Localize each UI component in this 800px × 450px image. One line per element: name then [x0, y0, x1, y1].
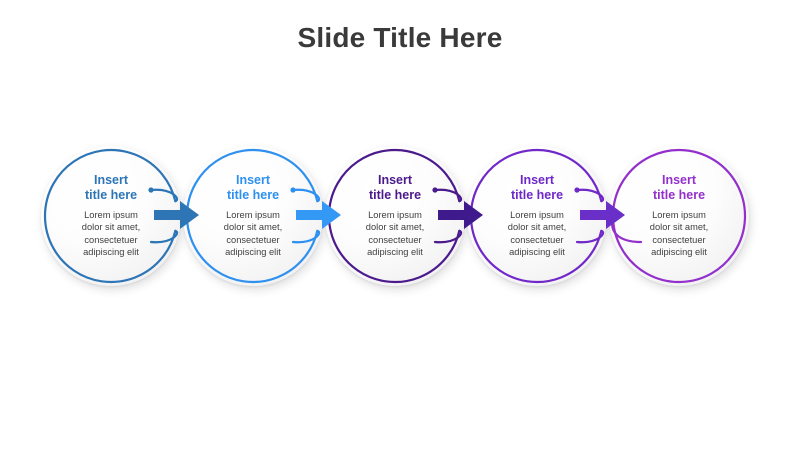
step-ring-1 — [43, 148, 179, 284]
step-body-line4: adipiscing elit — [83, 247, 139, 258]
arrow-right-icon — [580, 201, 625, 229]
step-body-line4: adipiscing elit — [651, 247, 707, 258]
step-body-5: Lorem ipsum dolor sit amet,consectetuer ad… — [633, 209, 725, 259]
ring-end-dot-3 — [432, 187, 438, 193]
process-arrow-3 — [438, 198, 484, 232]
process-arrow-2 — [296, 198, 342, 232]
step-body-1: Lorem ipsum dolor sit amet,consectetuer ad… — [65, 209, 157, 259]
step-body-line3: consectetuer — [510, 234, 564, 245]
step-body-line2: dolor sit amet, — [223, 222, 283, 233]
step-title-line1: Insert — [519, 173, 555, 188]
step-title-line2: title here — [368, 188, 422, 203]
arrow-right-icon — [296, 201, 341, 229]
step-body-line2: dolor sit amet, — [649, 222, 709, 233]
step-body-line3: consectetuer — [652, 234, 706, 245]
step-body-line1: Lorem ipsum — [510, 209, 564, 220]
step-body-line1: Lorem ipsum — [368, 209, 422, 220]
step-body-2: Lorem ipsum dolor sit amet,consectetuer ad… — [207, 209, 299, 259]
step-body-line1: Lorem ipsum — [84, 209, 138, 220]
step-title-line2: title here — [84, 188, 138, 203]
step-title-line1: Insert — [235, 173, 271, 188]
page-title: Slide Title Here — [297, 22, 503, 53]
step-title-line1: Insert — [661, 173, 697, 188]
ring-end-dot-1 — [148, 187, 154, 193]
step-body-line1: Lorem ipsum — [226, 209, 280, 220]
step-title-line1: Insert — [377, 173, 413, 188]
process-arrow-4 — [580, 198, 626, 232]
step-body-line1: Lorem ipsum — [652, 209, 706, 220]
step-body-4: Lorem ipsum dolor sit amet,consectetuer ad… — [491, 209, 583, 259]
step-title-line2: title here — [652, 188, 706, 203]
step-body-line4: adipiscing elit — [509, 247, 565, 258]
step-body-line2: dolor sit amet, — [507, 222, 567, 233]
ring-end-dot-2 — [290, 187, 296, 193]
step-title-line2: title here — [226, 188, 280, 203]
step-title-line2: title here — [510, 188, 564, 203]
arrow-right-icon — [438, 201, 483, 229]
step-body-line3: consectetuer — [368, 234, 422, 245]
step-body-line3: consectetuer — [84, 234, 138, 245]
process-arrow-1 — [154, 198, 200, 232]
step-body-line4: adipiscing elit — [367, 247, 423, 258]
step-body-3: Lorem ipsum dolor sit amet,consectetuer ad… — [349, 209, 441, 259]
step-body-line2: dolor sit amet, — [81, 222, 141, 233]
step-title-line1: Insert — [93, 173, 129, 188]
step-body-line4: adipiscing elit — [225, 247, 281, 258]
step-body-line3: consectetuer — [226, 234, 280, 245]
ring-end-dot-4 — [574, 187, 580, 193]
arrow-right-icon — [154, 201, 199, 229]
step-body-line2: dolor sit amet, — [365, 222, 425, 233]
